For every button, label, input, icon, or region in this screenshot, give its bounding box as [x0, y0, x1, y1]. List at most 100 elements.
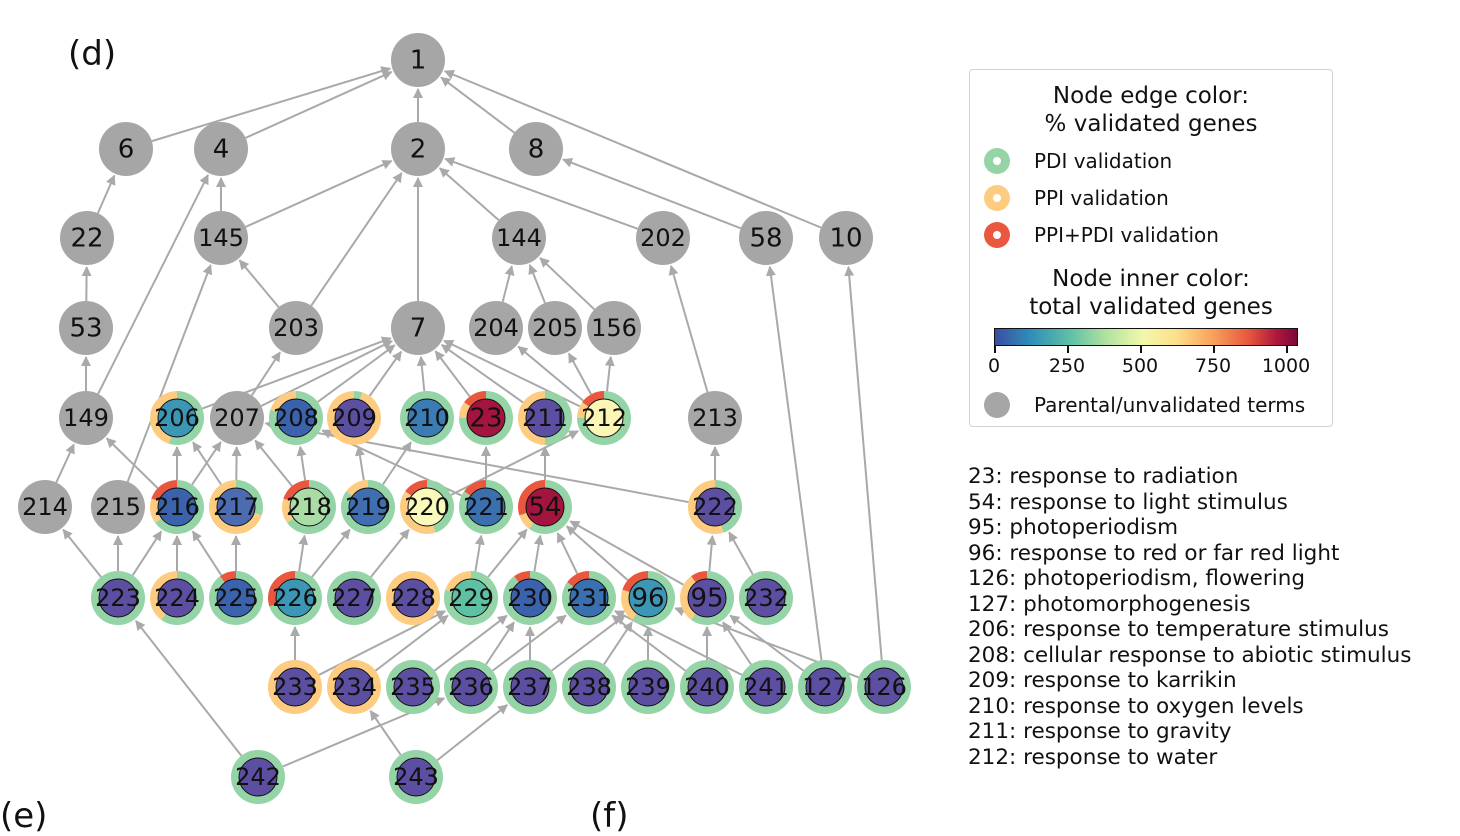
- node-240: 240: [680, 660, 734, 714]
- node-206: 206: [150, 391, 204, 445]
- legend-inner-title-line1: Node inner color:: [970, 265, 1332, 293]
- node-223: 223: [91, 571, 145, 625]
- node-label: 1: [410, 46, 427, 76]
- node-label: 209: [331, 404, 377, 432]
- edge-203-to-2: [311, 173, 401, 306]
- node-label: 222: [692, 493, 738, 521]
- node-126: 126: [857, 660, 911, 714]
- node-58: 58: [739, 211, 793, 265]
- legend-item-pdi: PDI validation: [984, 146, 1172, 176]
- term-definitions: 23: response to radiation 54: response t…: [968, 464, 1411, 770]
- definition-line: 212: response to water: [968, 745, 1411, 771]
- edge-210-to-7: [421, 357, 424, 391]
- edge-231-to-54: [558, 533, 578, 574]
- colorbar-tick: [1067, 346, 1069, 353]
- node-226: 226: [268, 571, 322, 625]
- node-label: 233: [272, 673, 318, 701]
- node-149: 149: [59, 391, 113, 445]
- node-label: 234: [331, 673, 377, 701]
- legend: Node edge color: % validated genes PDI v…: [969, 69, 1333, 427]
- node-212: 212: [577, 391, 631, 445]
- definition-line: 208: cellular response to abiotic stimul…: [968, 643, 1411, 669]
- node-label: 223: [95, 584, 141, 612]
- node-label: 208: [273, 404, 319, 432]
- definition-line: 23: response to radiation: [968, 464, 1411, 490]
- node-label: 144: [496, 224, 542, 252]
- node-207: 207: [210, 391, 264, 445]
- node-218: 218: [282, 480, 336, 534]
- node-label: 225: [213, 584, 259, 612]
- edge-209-to-7: [370, 352, 402, 396]
- ppi-swatch-icon: [984, 185, 1010, 211]
- colorbar-tick: [1286, 346, 1288, 353]
- legend-item-parental: Parental/unvalidated terms: [984, 390, 1305, 420]
- node-label: 95: [690, 584, 723, 614]
- node-219: 219: [341, 480, 395, 534]
- node-7: 7: [391, 301, 445, 355]
- node-label: 240: [684, 673, 730, 701]
- node-label: 221: [463, 493, 509, 521]
- node-238: 238: [562, 660, 616, 714]
- node-209: 209: [327, 391, 381, 445]
- node-216: 216: [150, 480, 204, 534]
- definition-line: 95: photoperiodism: [968, 515, 1411, 541]
- node-label: 205: [532, 314, 578, 342]
- node-222: 222: [688, 480, 742, 534]
- legend-inner-title-line2: total validated genes: [970, 293, 1332, 321]
- edge-22-to-6: [98, 176, 115, 214]
- node-label: 236: [448, 673, 494, 701]
- edge-223-to-216: [133, 531, 162, 575]
- node-127: 127: [798, 660, 852, 714]
- node-label: 215: [95, 493, 141, 521]
- node-label: 218: [286, 493, 332, 521]
- node-205: 205: [528, 301, 582, 355]
- edge-229-to-221: [475, 536, 481, 572]
- node-label: 213: [692, 404, 738, 432]
- legend-item-ppi: PPI validation: [984, 183, 1169, 213]
- legend-item-label: Parental/unvalidated terms: [1034, 393, 1305, 417]
- node-221: 221: [459, 480, 513, 534]
- node-label: 220: [404, 493, 450, 521]
- node-144: 144: [492, 211, 546, 265]
- colorbar-tick-label: 750: [1195, 355, 1231, 377]
- pdi-swatch-icon: [984, 148, 1010, 174]
- legend-edge-title-line1: Node edge color:: [970, 82, 1332, 110]
- edge-213-to-202: [671, 266, 707, 392]
- legend-edge-title-line2: % validated genes: [970, 110, 1332, 138]
- node-label: 210: [404, 404, 450, 432]
- edge-6-to-1: [152, 68, 390, 141]
- node-2: 2: [391, 122, 445, 176]
- edge-205-to-144: [530, 265, 545, 303]
- node-227: 227: [327, 571, 381, 625]
- node-label: 206: [154, 404, 200, 432]
- node-95: 95: [680, 571, 734, 625]
- node-label: 53: [69, 314, 102, 344]
- edge-149-to-4: [98, 175, 208, 394]
- colorbar-tick: [994, 346, 996, 353]
- ppi-pdi-swatch-icon: [984, 222, 1010, 248]
- node-label: 207: [214, 404, 260, 432]
- node-label: 214: [22, 493, 68, 521]
- definition-line: 127: photomorphogenesis: [968, 592, 1411, 618]
- edge-203-to-145: [240, 260, 279, 307]
- node-label: 237: [507, 673, 553, 701]
- node-label: 4: [213, 135, 230, 165]
- node-23: 23: [459, 391, 513, 445]
- edge-229-to-54: [488, 529, 527, 577]
- edge-214-to-149: [56, 444, 74, 482]
- edge-230-to-54: [534, 536, 540, 572]
- node-label: 229: [448, 584, 494, 612]
- node-236: 236: [444, 660, 498, 714]
- edge-226-to-218: [299, 536, 304, 572]
- node-241: 241: [739, 660, 793, 714]
- node-label: 239: [625, 673, 671, 701]
- node-231: 231: [562, 571, 616, 625]
- node-label: 54: [528, 493, 561, 523]
- node-54: 54: [518, 480, 572, 534]
- edge-243-to-234: [370, 711, 400, 755]
- node-label: 227: [331, 584, 377, 612]
- node-203: 203: [269, 301, 323, 355]
- definition-line: 126: photoperiodism, flowering: [968, 566, 1411, 592]
- definition-line: 206: response to temperature stimulus: [968, 617, 1411, 643]
- node-225: 225: [209, 571, 263, 625]
